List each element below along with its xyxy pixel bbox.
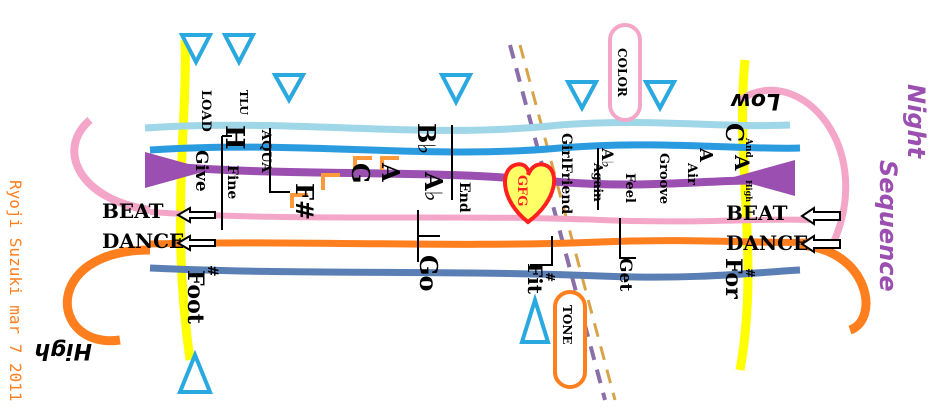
col6-bracket bbox=[530, 236, 553, 266]
dance-left: DANCE bbox=[102, 229, 184, 253]
col7-word-7: A♭ bbox=[598, 147, 617, 168]
title-line2: Sequence bbox=[874, 160, 902, 292]
title-line1: Night bbox=[902, 84, 930, 160]
orange-curve-left bbox=[62, 245, 151, 346]
triangle-icon bbox=[519, 293, 551, 344]
col5-bracket bbox=[417, 125, 453, 262]
color-label: COLOR bbox=[615, 48, 629, 98]
orange-brackets bbox=[290, 156, 399, 208]
tone-capsule bbox=[553, 290, 587, 389]
col4-note-1: F# bbox=[290, 183, 319, 220]
arrow-left-icon bbox=[800, 206, 841, 226]
band-pink bbox=[149, 209, 811, 225]
orange-curve-right bbox=[799, 240, 871, 335]
col1-top: LOAD bbox=[198, 90, 213, 132]
col2-word: Fine bbox=[224, 165, 240, 199]
col5-end: End bbox=[456, 182, 472, 213]
col7-word-3: Groove bbox=[656, 153, 671, 204]
col2-top: TLU bbox=[237, 90, 250, 115]
label-high: High bbox=[35, 338, 92, 363]
triangle-icon bbox=[642, 80, 678, 113]
col8-C: C bbox=[720, 123, 749, 142]
col5-top: B♭ bbox=[412, 123, 441, 155]
band-lightblue bbox=[144, 118, 791, 134]
dashed-line-1 bbox=[508, 44, 607, 401]
dance-right: DANCE bbox=[726, 231, 808, 255]
col5-mid: A♭ bbox=[419, 171, 448, 202]
bowtie-right bbox=[730, 160, 795, 196]
col6-word: GirlFriend bbox=[558, 133, 574, 214]
arrow-left-icon bbox=[176, 234, 216, 252]
col7-word-1: A bbox=[695, 147, 716, 163]
triangle-icons bbox=[177, 33, 678, 394]
col1-bottom: Foot bbox=[182, 270, 208, 325]
col2-h: H bbox=[219, 125, 249, 150]
heart-icon bbox=[503, 162, 557, 225]
label-low: Low bbox=[730, 88, 780, 113]
col3-bracket bbox=[269, 128, 290, 193]
beat-left: BEAT bbox=[102, 199, 164, 223]
arrow-left-icon bbox=[800, 234, 841, 254]
col7-word-4: Feel bbox=[622, 173, 637, 203]
col4-note-3: A bbox=[376, 162, 405, 182]
gfg-label: GFG bbox=[514, 175, 529, 206]
col8-top: And bbox=[743, 137, 753, 159]
col7-word-2: Air bbox=[684, 162, 699, 185]
col2-bracket bbox=[221, 135, 232, 230]
band-steel bbox=[149, 264, 801, 281]
signature: Ryoji Suzuki mar 7 2011 bbox=[6, 180, 25, 402]
pink-curve-right bbox=[738, 86, 850, 252]
beat-right: BEAT bbox=[726, 201, 788, 225]
col4-note-2: G bbox=[346, 163, 375, 184]
col8-bottom: For bbox=[720, 258, 746, 299]
col8-sharp: # bbox=[743, 268, 757, 278]
col1-sharp: # bbox=[204, 265, 220, 277]
triangle-icon bbox=[438, 73, 474, 107]
triangle-icon bbox=[564, 80, 600, 113]
arrow-left-icon bbox=[176, 206, 216, 224]
col6-sharp: # bbox=[543, 272, 557, 282]
triangle-icon bbox=[178, 33, 214, 67]
dashed-line-2 bbox=[518, 44, 617, 401]
col6-bottom: Fit bbox=[523, 263, 547, 295]
col8-A: A bbox=[730, 154, 754, 171]
triangle-icon bbox=[177, 349, 213, 394]
pink-curve-left bbox=[70, 116, 151, 214]
col7-bracket bbox=[597, 148, 636, 259]
col7-word-5: Get bbox=[615, 258, 635, 291]
col8-high: High bbox=[744, 180, 754, 202]
triangle-icon bbox=[271, 73, 307, 105]
band-orange bbox=[149, 237, 811, 248]
triangle-icon bbox=[221, 33, 257, 67]
col1-word: Give bbox=[191, 150, 211, 192]
tone-label: TONE bbox=[560, 305, 574, 345]
color-capsule bbox=[608, 23, 642, 122]
bowtie-left bbox=[145, 152, 210, 188]
